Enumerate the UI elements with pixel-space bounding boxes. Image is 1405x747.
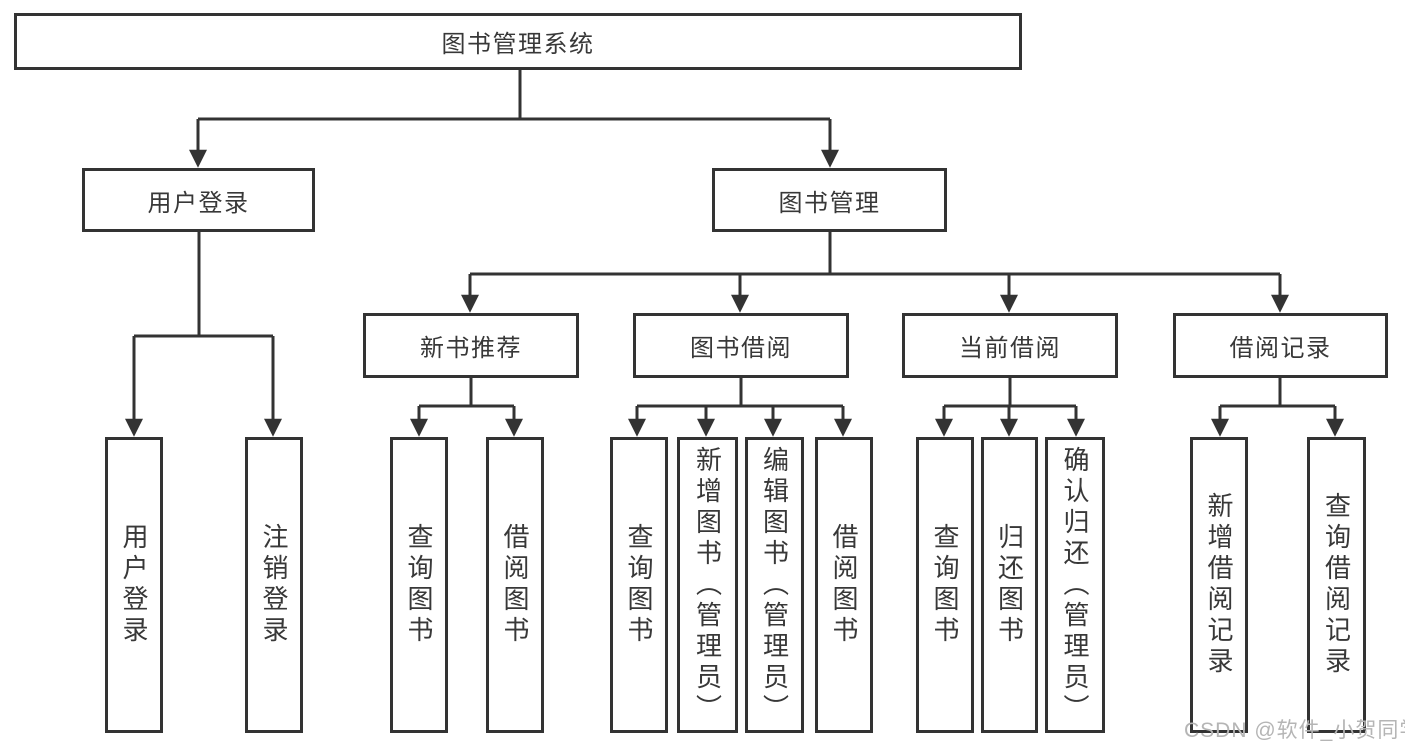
node-borrowing-records: 借阅记录 [1173, 313, 1388, 378]
node-current-borrowing: 当前借阅 [902, 313, 1118, 378]
leaf-borrow-books-recommend: 借阅图书 [486, 437, 544, 733]
node-book-borrowing-label: 图书借阅 [690, 335, 792, 362]
leaf-return-books-label: 归还图书 [994, 523, 1025, 647]
node-root-system: 图书管理系统 [14, 13, 1022, 70]
leaf-borrow-books-recommend-label: 借阅图书 [500, 523, 530, 647]
leaf-user-login: 用户登录 [105, 437, 163, 733]
leaf-query-books-current: 查询图书 [916, 437, 974, 733]
csdn-watermark: CSDN @软件_小贺同学 [1184, 719, 1405, 742]
leaf-confirm-return-admin-label: 确认归还（管理员） [1060, 445, 1090, 725]
leaf-return-books: 归还图书 [981, 437, 1038, 733]
node-user-login-module: 用户登录 [82, 168, 315, 232]
node-new-book-recommend-label: 新书推荐 [420, 335, 522, 362]
leaf-user-login-label: 用户登录 [119, 523, 149, 647]
leaf-add-borrow-record-label: 新增借阅记录 [1204, 492, 1234, 678]
leaf-edit-books-admin-label: 编辑图书（管理员） [759, 445, 790, 725]
node-book-management-label: 图书管理 [778, 189, 881, 217]
leaf-logout-label: 注销登录 [259, 523, 289, 647]
leaf-query-books-borrowing-label: 查询图书 [624, 523, 654, 647]
leaf-edit-books-admin: 编辑图书（管理员） [745, 437, 804, 733]
leaf-query-books-borrowing: 查询图书 [610, 437, 668, 733]
node-borrowing-records-label: 借阅记录 [1229, 335, 1332, 362]
node-user-login-module-label: 用户登录 [147, 189, 250, 217]
node-root-system-label: 图书管理系统 [441, 31, 595, 58]
leaf-add-books-admin: 新增图书（管理员） [677, 437, 738, 733]
leaf-logout: 注销登录 [245, 437, 303, 733]
node-current-borrowing-label: 当前借阅 [959, 335, 1061, 362]
node-book-management: 图书管理 [712, 168, 947, 232]
leaf-borrow-books-borrowing-label: 借阅图书 [829, 523, 859, 647]
leaf-query-books-current-label: 查询图书 [930, 523, 960, 647]
leaf-query-borrow-record-label: 查询借阅记录 [1321, 492, 1352, 678]
leaf-query-borrow-record: 查询借阅记录 [1307, 437, 1366, 733]
node-book-borrowing: 图书借阅 [633, 313, 849, 378]
leaf-query-books-recommend: 查询图书 [390, 437, 448, 733]
leaf-add-books-admin-label: 新增图书（管理员） [692, 445, 723, 725]
leaf-borrow-books-borrowing: 借阅图书 [815, 437, 873, 733]
node-new-book-recommend: 新书推荐 [363, 313, 579, 378]
leaf-confirm-return-admin: 确认归还（管理员） [1045, 437, 1105, 733]
leaf-add-borrow-record: 新增借阅记录 [1190, 437, 1248, 733]
leaf-query-books-recommend-label: 查询图书 [404, 523, 434, 647]
